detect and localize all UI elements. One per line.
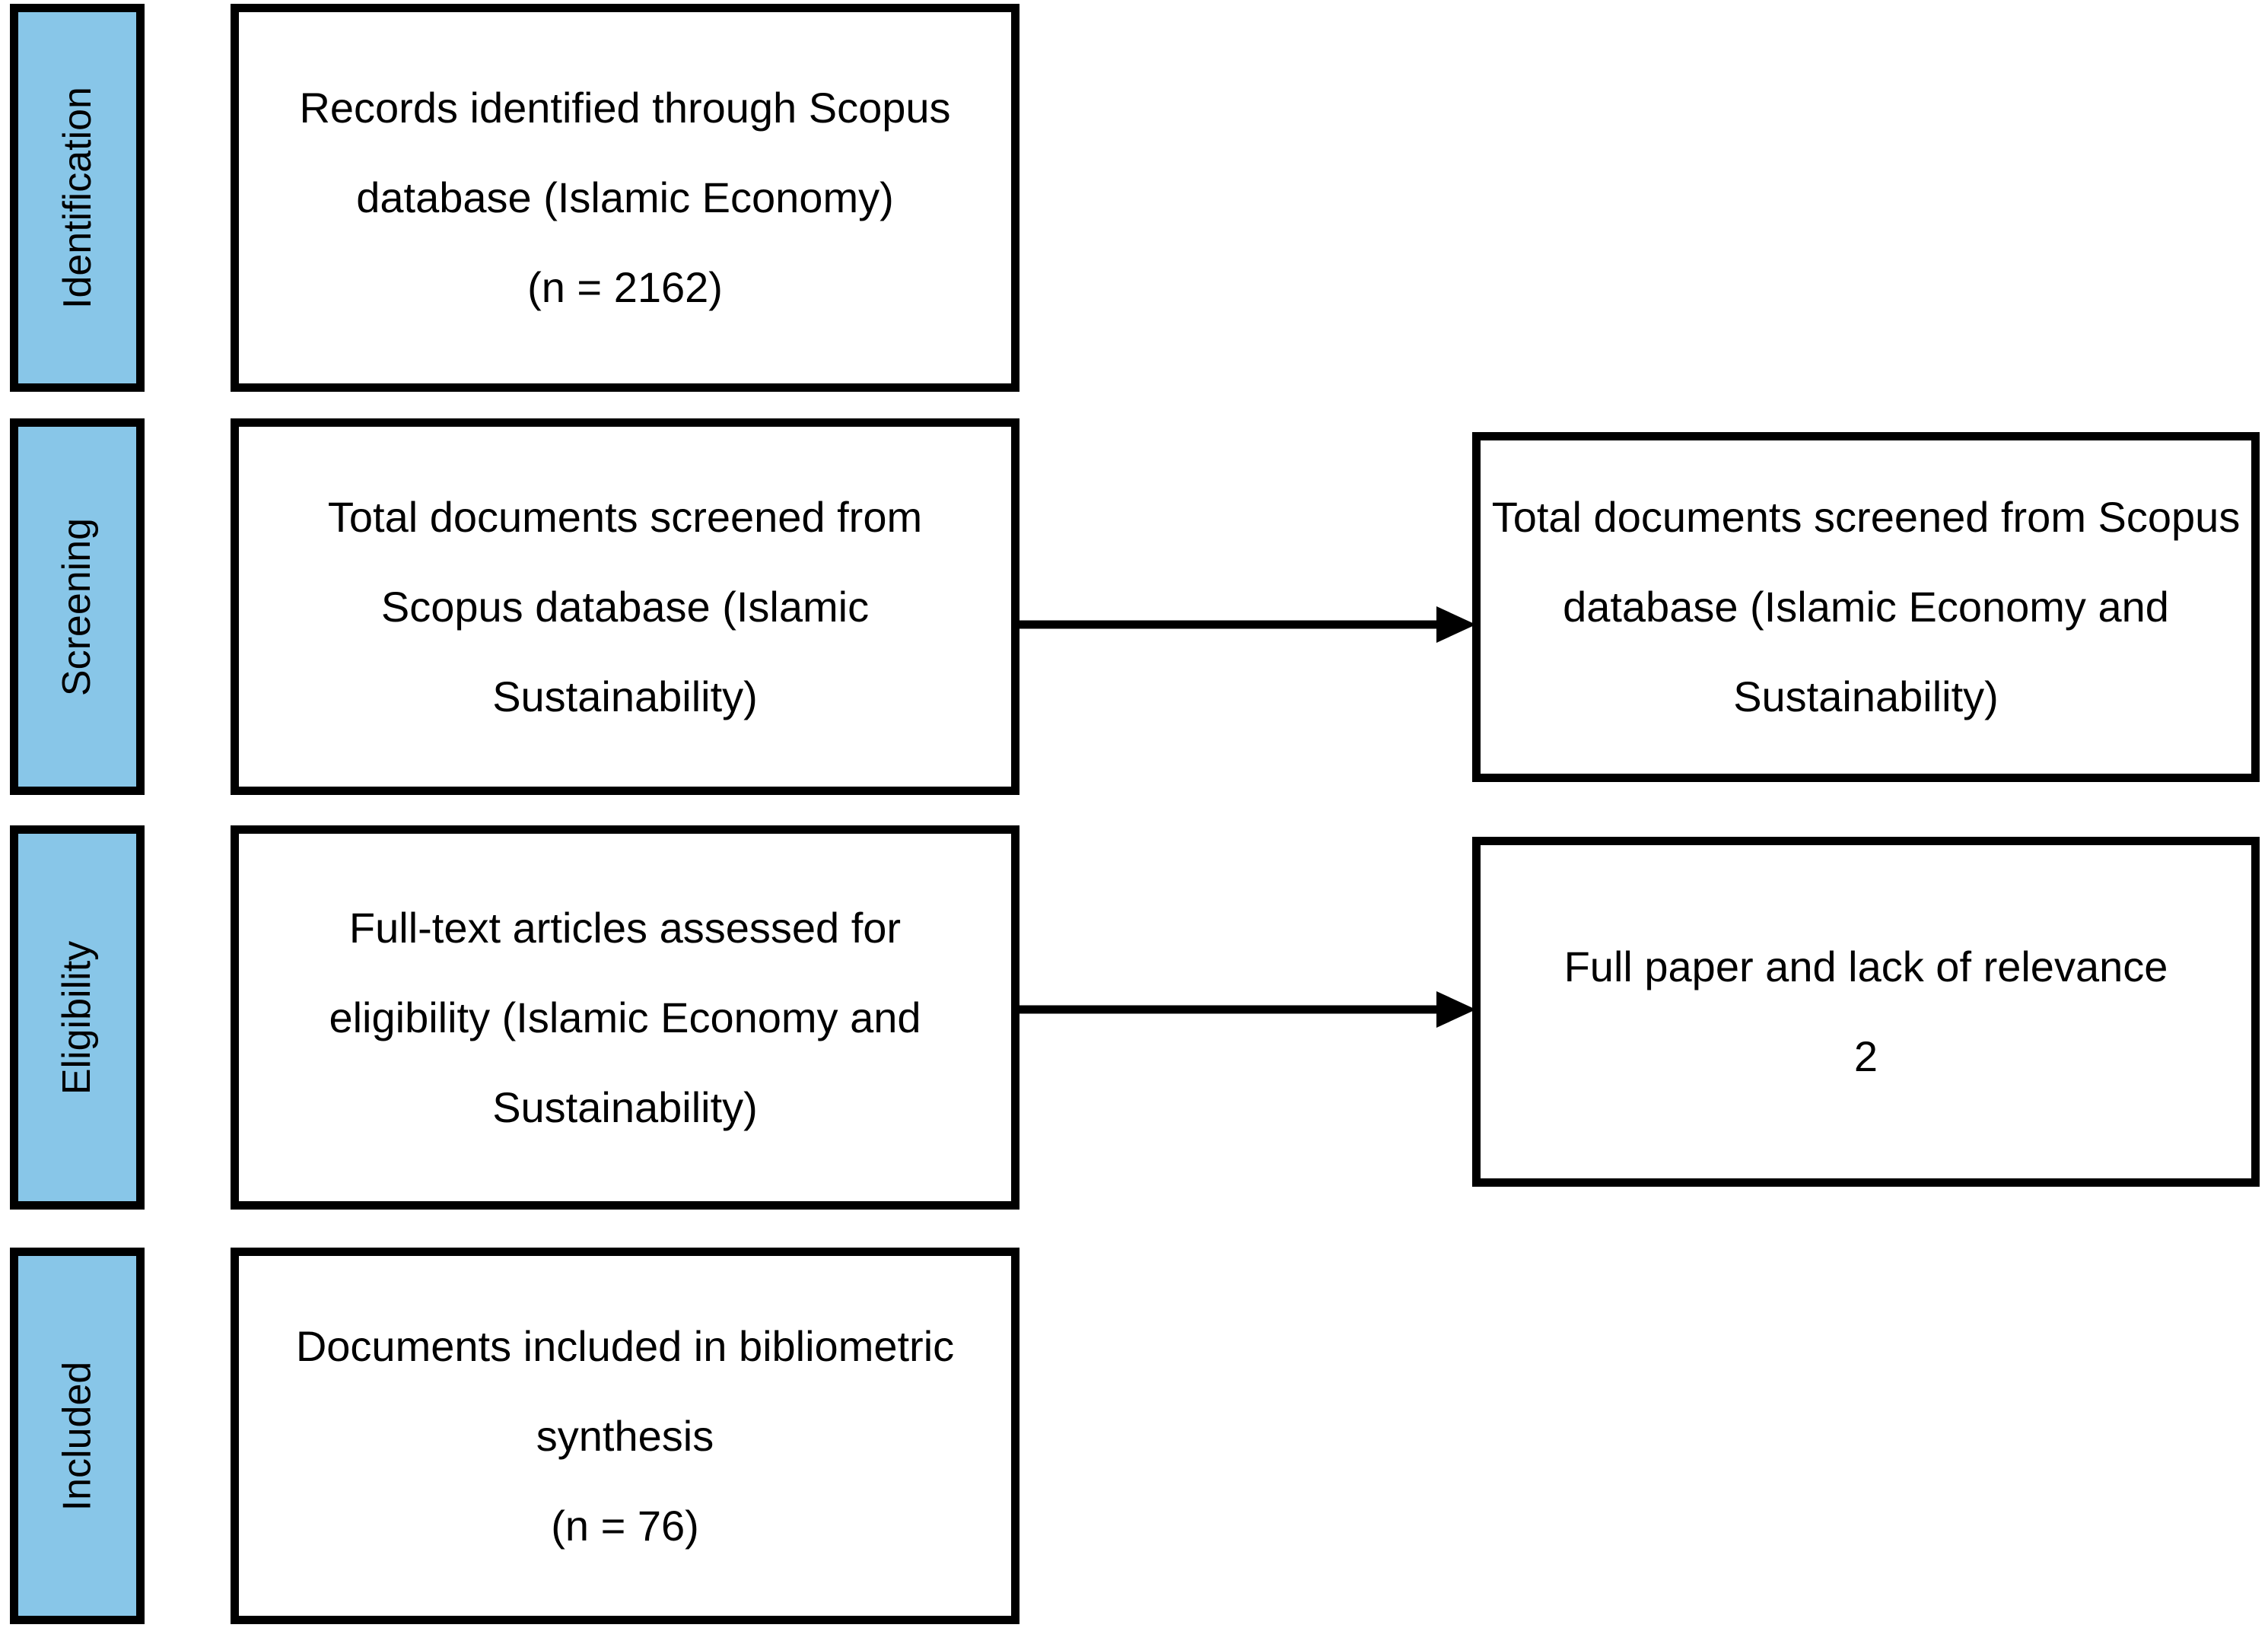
flow-box-line: Scopus database (Islamic	[380, 582, 870, 631]
stage-label-text: Identification	[55, 87, 100, 309]
flow-box-eligibility-main: Full-text articles assessed for eligibil…	[231, 825, 1019, 1210]
flow-box-line: (n = 76)	[551, 1501, 699, 1550]
stage-label-identification: Identification	[10, 4, 145, 392]
flow-box-line: Records identified through Scopus	[299, 84, 951, 132]
flow-box-line: Total documents screened from	[327, 492, 923, 541]
flow-box-screening-main: Total documents screened from Scopus dat…	[231, 418, 1019, 795]
stage-label-screening: Screening	[10, 418, 145, 795]
flow-box-line: synthesis	[536, 1411, 714, 1460]
stage-label-text: Screening	[55, 517, 100, 696]
flow-box-line: (n = 2162)	[527, 263, 723, 311]
flow-box-line: database (Islamic Economy)	[356, 173, 894, 221]
flow-box-included-main: Documents included in bibliometric synth…	[231, 1248, 1019, 1624]
arrow-eligibility-to-side	[1016, 990, 1481, 1029]
flow-box-line: 2	[1853, 1032, 1878, 1080]
stage-label-eligibility: Eligibility	[10, 825, 145, 1210]
flow-box-screening-side: Total documents screened from Scopus dat…	[1472, 432, 2260, 782]
flow-box-identification-main: Records identified through Scopus databa…	[231, 4, 1019, 392]
stage-label-included: Included	[10, 1248, 145, 1624]
flow-box-eligibility-side: Full paper and lack of relevance 2	[1472, 837, 2260, 1187]
flow-box-line: Sustainability)	[492, 672, 758, 720]
flow-box-line: Full paper and lack of relevance	[1563, 943, 2168, 990]
stage-label-text: Eligibility	[55, 940, 100, 1095]
flow-box-line: Full-text articles assessed for	[348, 903, 902, 952]
flow-box-line: Sustainability)	[1733, 672, 1999, 720]
arrow-screening-to-side	[1016, 605, 1481, 644]
flow-box-line: Sustainability)	[492, 1083, 758, 1131]
flow-box-line: Documents included in bibliometric	[295, 1321, 955, 1370]
flow-box-line: Total documents screened from Scopus	[1491, 493, 2241, 541]
stage-label-text: Included	[55, 1361, 100, 1511]
flow-box-line: eligibility (Islamic Economy and	[329, 993, 921, 1041]
flow-box-line: database (Islamic Economy and	[1563, 583, 2169, 631]
